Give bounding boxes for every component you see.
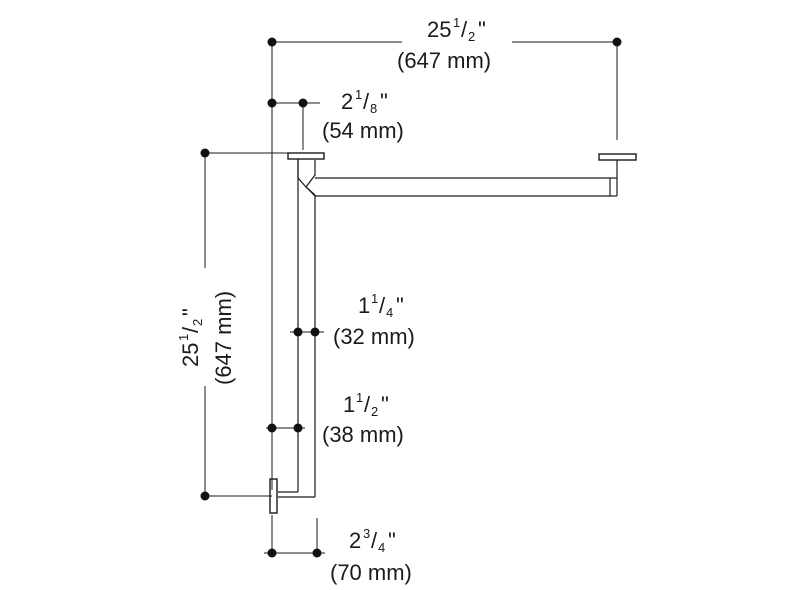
fraction-slash: / bbox=[461, 17, 468, 42]
tube-diameter-label: 1 1 / 4 " (32 mm) bbox=[333, 291, 415, 349]
flange-width-denominator: 8 bbox=[370, 101, 377, 116]
top-left-flange bbox=[287, 152, 325, 160]
base-offset-denominator: 4 bbox=[378, 540, 385, 555]
overall-height-numerator: 1 bbox=[176, 334, 191, 341]
fraction-slash: / bbox=[363, 89, 370, 114]
flange-width-metric: (54 mm) bbox=[322, 118, 404, 143]
fraction-slash: / bbox=[371, 528, 378, 553]
overall-height-mark: " bbox=[178, 308, 203, 316]
dimension-lines bbox=[200, 37, 622, 558]
tube-diameter-mark: " bbox=[396, 293, 404, 318]
flange-width-mark: " bbox=[380, 89, 388, 114]
tube-diameter-metric: (32 mm) bbox=[333, 324, 415, 349]
wall-clearance-label: 1 1 / 2 " (38 mm) bbox=[322, 390, 404, 447]
flange-width-whole: 2 bbox=[341, 89, 353, 114]
fraction-slash: / bbox=[178, 326, 203, 333]
base-offset-whole: 2 bbox=[349, 528, 361, 553]
base-offset-metric: (70 mm) bbox=[330, 560, 412, 585]
overall-width-whole: 25 bbox=[427, 17, 451, 42]
wall-clearance-mark: " bbox=[381, 392, 389, 417]
tube-diameter-numerator: 1 bbox=[371, 291, 378, 306]
overall-height-label: 25 1 / 2 " (647 mm) bbox=[176, 291, 236, 385]
overall-width-mark: " bbox=[478, 17, 486, 42]
grab-bar-part bbox=[269, 152, 637, 514]
overall-width-denominator: 2 bbox=[468, 29, 475, 44]
wall-clearance-metric: (38 mm) bbox=[322, 422, 404, 447]
overall-height-metric: (647 mm) bbox=[211, 291, 236, 385]
base-offset-label: 2 3 / 4 " (70 mm) bbox=[330, 526, 412, 585]
fraction-slash: / bbox=[364, 392, 371, 417]
base-offset-numerator: 3 bbox=[363, 526, 370, 541]
flange-width-numerator: 1 bbox=[355, 87, 362, 102]
wall-clearance-whole: 1 bbox=[343, 392, 355, 417]
overall-width-metric: (647 mm) bbox=[397, 48, 491, 73]
wall-clearance-numerator: 1 bbox=[356, 390, 363, 405]
overall-width-numerator: 1 bbox=[453, 15, 460, 30]
flange-width-label: 2 1 / 8 " (54 mm) bbox=[322, 87, 404, 143]
wall-clearance-denominator: 2 bbox=[371, 404, 378, 419]
tube-diameter-denominator: 4 bbox=[386, 305, 393, 320]
tube-corner bbox=[297, 159, 316, 196]
tube-diameter-whole: 1 bbox=[358, 293, 370, 318]
tube-miter bbox=[305, 160, 316, 197]
top-right-flange bbox=[598, 153, 637, 161]
base-offset-mark: " bbox=[388, 528, 396, 553]
overall-height-denominator: 2 bbox=[190, 319, 205, 326]
overall-width-label: 25 1 / 2 " (647 mm) bbox=[397, 15, 491, 73]
fraction-slash: / bbox=[379, 293, 386, 318]
overall-height-whole: 25 bbox=[178, 343, 203, 367]
